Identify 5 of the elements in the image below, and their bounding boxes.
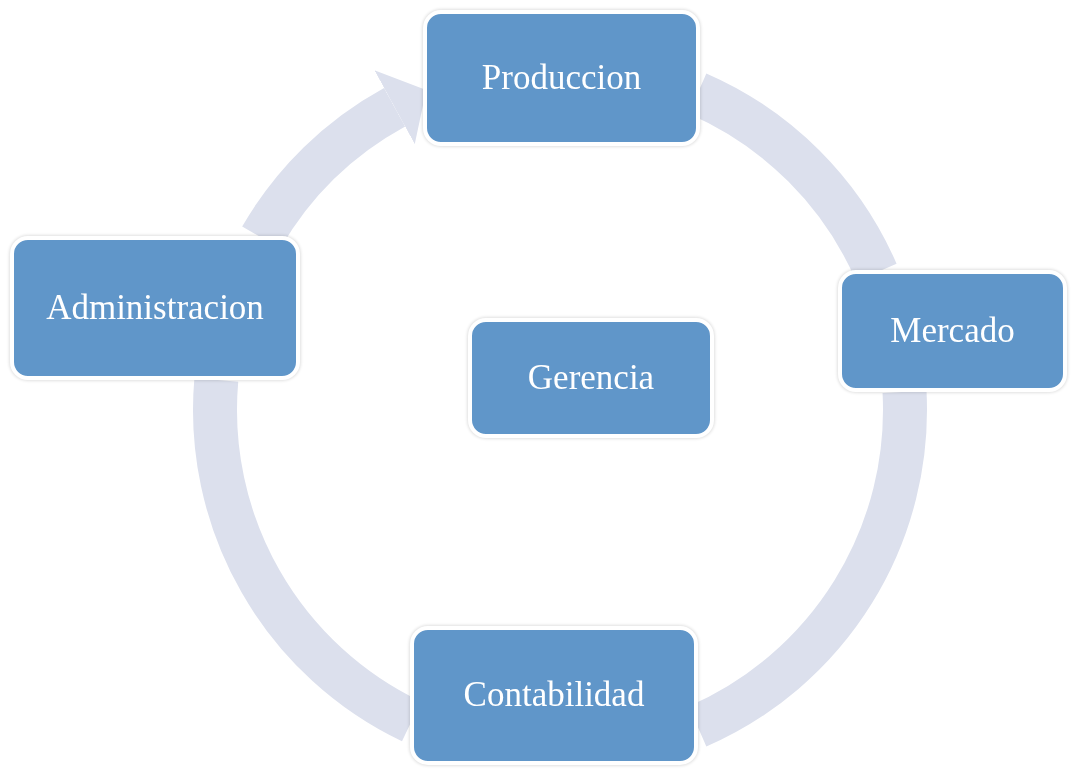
box-label: Gerencia: [527, 357, 655, 399]
box-label: Produccion: [481, 57, 642, 99]
box-label: Administracion: [46, 287, 264, 329]
box-label: Contabilidad: [463, 675, 645, 716]
box-label: Mercado: [890, 310, 1015, 352]
